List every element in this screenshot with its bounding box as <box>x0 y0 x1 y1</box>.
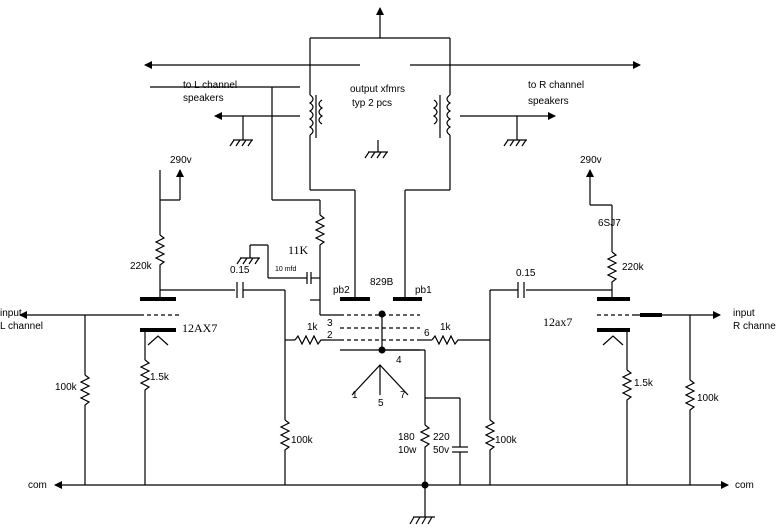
resistor-100k-mid-right <box>484 419 496 455</box>
label-1k-left: 1k <box>307 322 319 333</box>
829b-tube: pb2 pb1 829B 3 2 6 4 1 5 7 180 10w 2 <box>310 277 468 485</box>
label-pin-5: 5 <box>378 398 384 409</box>
right-12ax7-stage: 290v 6SJ7 220k 12ax7 1.5k input R channe… <box>430 155 776 485</box>
label-10w: 10w <box>398 445 417 456</box>
label-input-r: input <box>733 308 755 319</box>
12ax7-left-heater <box>147 335 169 346</box>
label-100k-right: 100k <box>697 393 720 404</box>
ground-symbol <box>409 485 435 525</box>
left-12ax7-stage: 290v 220k 12AX7 1.5k input L channel 100… <box>0 155 330 485</box>
label-1-5k-right: 1.5k <box>634 378 654 389</box>
resistor-1k-right <box>431 334 465 346</box>
label-l-speakers: speakers <box>183 93 224 104</box>
resistor-1-5k-left <box>139 359 151 400</box>
label-pin-4: 4 <box>396 355 402 366</box>
label-100k-left: 100k <box>55 382 78 393</box>
label-pin-7: 7 <box>400 390 406 401</box>
label-com-right: com <box>735 480 754 491</box>
ground-symbol <box>503 116 527 147</box>
common-bus: com com <box>28 480 754 525</box>
left-xfmr-secondary <box>318 99 324 125</box>
label-0-15-right: 0.15 <box>516 268 536 279</box>
829b-heater <box>351 364 409 396</box>
label-12ax7-left: 12AX7 <box>182 321 217 335</box>
label-220k-right: 220k <box>622 262 645 273</box>
label-100k-mid-left: 100k <box>291 435 314 446</box>
label-290v-left: 290v <box>170 155 192 166</box>
resistor-11k <box>314 214 326 255</box>
resistor-180 <box>419 424 431 460</box>
label-100k-mid-right: 100k <box>495 435 518 446</box>
label-com-left: com <box>28 480 47 491</box>
right-xfmr-secondary <box>432 99 438 125</box>
output-transformer-section: to L channel speakers to R channel speak… <box>144 7 641 298</box>
label-829b: 829B <box>370 277 394 288</box>
resistor-1k-left <box>294 334 330 346</box>
label-pb1: pb1 <box>415 285 432 296</box>
resistor-100k-mid-left <box>279 419 291 455</box>
label-11k: 11K <box>288 243 309 257</box>
label-1-5k-left: 1.5k <box>150 372 170 383</box>
label-10-mfd: 10 mfd <box>275 266 297 273</box>
label-output-xfmrs: output xfmrs <box>350 84 405 95</box>
label-pin-1: 1 <box>352 390 358 401</box>
label-r-speakers: speakers <box>528 96 569 107</box>
label-180: 180 <box>398 432 415 443</box>
label-0-15-left: 0.15 <box>230 265 250 276</box>
label-to-l-channel: to L channel <box>183 80 237 91</box>
ground-symbol <box>364 140 388 159</box>
label-r-channel: R channe <box>733 321 776 332</box>
label-pb2: pb2 <box>333 285 350 296</box>
resistor-1-5k-right <box>621 369 633 405</box>
label-l-channel: L channel <box>0 321 43 332</box>
resistor-100k-right <box>684 379 696 415</box>
12ax7-right-heater <box>602 335 624 346</box>
label-to-r-channel: to R channel <box>528 80 584 91</box>
label-pin-2: 2 <box>327 330 333 341</box>
ground-symbol <box>229 116 253 147</box>
label-1k-right: 1k <box>440 322 452 333</box>
label-12ax7-right: 12ax7 <box>543 315 572 329</box>
label-input-l: input <box>0 308 22 319</box>
label-220k-left: 220k <box>130 261 153 272</box>
label-pin-6: 6 <box>424 328 430 339</box>
left-xfmr-primary <box>308 94 314 136</box>
resistor-220k-right <box>606 251 618 288</box>
label-pin-3: 3 <box>327 318 333 329</box>
label-220: 220 <box>433 432 450 443</box>
label-typ-2-pcs: typ 2 pcs <box>352 98 392 109</box>
resistor-220k-left <box>154 234 166 285</box>
ground-symbol <box>236 244 268 265</box>
resistor-100k-left <box>79 374 91 410</box>
label-6sj7: 6SJ7 <box>598 218 621 229</box>
label-50v: 50v <box>433 445 449 456</box>
label-290v-right: 290v <box>580 155 602 166</box>
right-xfmr-primary <box>446 94 452 136</box>
